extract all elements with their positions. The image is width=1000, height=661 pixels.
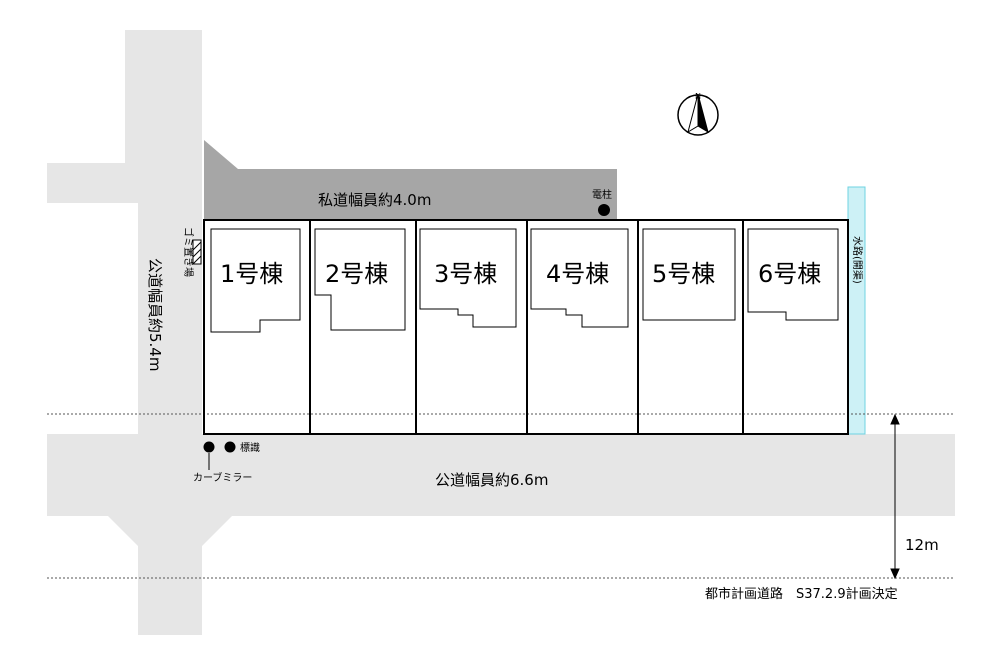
curve-mirror-label: カーブミラー	[193, 471, 252, 484]
lot-label-1: 1号棟	[220, 260, 283, 288]
public-road-area	[47, 30, 955, 635]
utility-pole-icon	[598, 204, 610, 216]
lot-label-2: 2号棟	[325, 260, 388, 288]
water-channel-label: 水路(開渠)	[851, 236, 864, 284]
lot-label-4: 4号棟	[546, 260, 609, 288]
lots-outline	[203, 219, 849, 435]
water-channel	[847, 186, 866, 435]
utility-pole-label: 電柱	[592, 188, 612, 201]
private-road-area	[204, 140, 617, 220]
lot-label-5: 5号棟	[652, 260, 715, 288]
north-label: N	[695, 92, 701, 101]
plan-note: 都市計画道路 S37.2.9計画決定	[705, 586, 898, 602]
sign-label: 標識	[240, 441, 260, 454]
distance-label: 12m	[905, 536, 939, 554]
curve-mirror-icon	[203, 441, 215, 453]
building-footprint-5	[642, 228, 736, 321]
garbage-station-icon	[192, 239, 202, 265]
distance-arrow	[890, 413, 900, 580]
building-footprint-6	[747, 228, 839, 321]
garbage-station-label: ゴミ置き場	[182, 227, 195, 277]
lot-label-6: 6号棟	[758, 260, 821, 288]
lot-label-3: 3号棟	[434, 260, 497, 288]
building-footprint-1	[210, 228, 301, 333]
sign-icon	[224, 441, 236, 453]
building-footprint-3	[419, 228, 517, 328]
private-road-label: 私道幅員約4.0m	[318, 191, 431, 209]
main-road-label: 公道幅員約6.6m	[435, 471, 548, 489]
building-footprint-2	[314, 228, 406, 331]
side-road-label: 公道幅員約5.4m	[146, 258, 164, 371]
building-footprint-4	[530, 228, 629, 328]
north-arrow-icon	[677, 93, 719, 136]
